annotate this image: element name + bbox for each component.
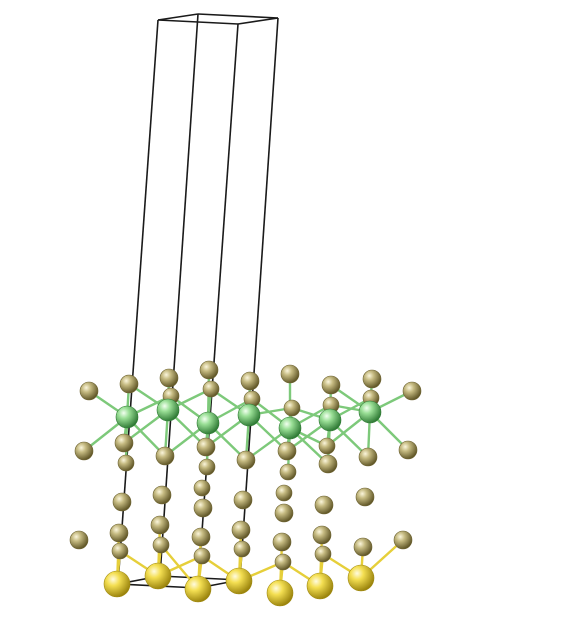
khaki-atom (231, 520, 251, 540)
khaki-atom (233, 490, 253, 510)
khaki-atom (236, 450, 256, 470)
khaki-atom (398, 440, 418, 460)
khaki-atom (74, 441, 94, 461)
khaki-atom (362, 369, 382, 389)
khaki-atom (155, 446, 175, 466)
yellow-atom (144, 562, 172, 590)
khaki-atom (402, 381, 422, 401)
khaki-atom (193, 547, 211, 565)
khaki-atom (202, 380, 220, 398)
khaki-atom (199, 360, 219, 380)
khaki-atom (196, 437, 216, 457)
khaki-atom (279, 463, 297, 481)
khaki-atom (274, 503, 294, 523)
khaki-atom (358, 447, 378, 467)
khaki-atom (193, 479, 211, 497)
khaki-atom (280, 364, 300, 384)
khaki-atom (318, 437, 336, 455)
khaki-atom (69, 530, 89, 550)
khaki-atom (314, 495, 334, 515)
khaki-atom (117, 454, 135, 472)
khaki-atom (150, 515, 170, 535)
yellow-atom (103, 570, 131, 598)
light-atom (318, 408, 342, 432)
yellow-atom (184, 575, 212, 603)
khaki-atom (353, 537, 373, 557)
khaki-atom (79, 381, 99, 401)
light-atom (115, 405, 139, 429)
khaki-atom (393, 530, 413, 550)
khaki-atom (272, 532, 292, 552)
khaki-atom (193, 498, 213, 518)
khaki-atom (159, 368, 179, 388)
yellow-atom (225, 567, 253, 595)
khaki-atom (152, 485, 172, 505)
yellow-atom (306, 572, 334, 600)
atom-layer (69, 360, 422, 607)
yellow-atom (266, 579, 294, 607)
khaki-atom (119, 374, 139, 394)
light-atom (237, 403, 261, 427)
khaki-atom (198, 458, 216, 476)
khaki-atom (312, 525, 332, 545)
light-atom (278, 416, 302, 440)
light-atom (156, 398, 180, 422)
khaki-atom (112, 492, 132, 512)
khaki-atom (114, 433, 134, 453)
khaki-atom (314, 545, 332, 563)
khaki-atom (152, 536, 170, 554)
khaki-atom (233, 540, 251, 558)
khaki-atom (277, 441, 297, 461)
khaki-atom (318, 454, 338, 474)
khaki-atom (191, 527, 211, 547)
khaki-atom (275, 484, 293, 502)
light-atom (358, 400, 382, 424)
khaki-atom (274, 553, 292, 571)
light-atom (196, 411, 220, 435)
yellow-atom (347, 564, 375, 592)
khaki-atom (111, 542, 129, 560)
khaki-atom (321, 375, 341, 395)
khaki-atom (240, 371, 260, 391)
khaki-atom (109, 523, 129, 543)
khaki-atom (283, 399, 301, 417)
khaki-atom (355, 487, 375, 507)
